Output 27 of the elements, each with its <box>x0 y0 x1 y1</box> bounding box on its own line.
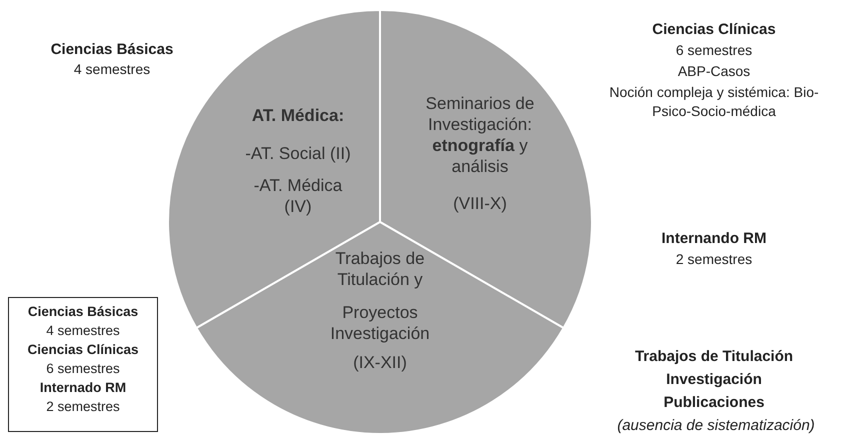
phase-note: 2 semestres <box>674 250 754 269</box>
phase-note: Noción compleja y sistémica: Bio-Psico-Socio-médica <box>608 83 820 121</box>
phase-note: ABP-Casos <box>676 62 752 81</box>
duration-text: 6 semestres <box>45 360 121 378</box>
phase-name: Publicaciones <box>662 393 766 412</box>
phase-name: Ciencias Clínicas <box>651 20 777 39</box>
phase-name: Trabajos de Titulación <box>634 347 794 366</box>
phase-name: Investigación <box>665 370 763 389</box>
sector-text: (VIII-X) <box>452 193 508 214</box>
summary-box <box>8 297 158 432</box>
sector-text: (IX-XII) <box>352 352 408 373</box>
sector-title: Seminarios de Investigación: etnografía y análisis <box>424 93 536 177</box>
phase-name: Internando RM <box>660 229 768 248</box>
sector-title: AT. Médica: <box>250 105 346 126</box>
sector-title: Trabajos de Titulación y <box>334 248 426 290</box>
duration-text: 4 semestres <box>45 322 121 340</box>
phase-name: Internado RM <box>38 379 128 397</box>
sector-text: -AT. Médica (IV) <box>252 175 344 217</box>
phase-note: 6 semestres <box>674 41 754 60</box>
phase-name: Ciencias Básicas <box>50 40 174 59</box>
phase-note: 4 semestres <box>72 60 152 79</box>
phase-name: Ciencias Básicas <box>26 303 140 321</box>
duration-text: 2 semestres <box>45 398 121 416</box>
sector-text: -AT. Social (II) <box>244 143 352 164</box>
phase-note: (ausencia de sistematización) <box>616 416 816 435</box>
phase-name: Ciencias Clínicas <box>26 341 140 359</box>
sector-text: Proyectos Investigación <box>329 302 431 344</box>
